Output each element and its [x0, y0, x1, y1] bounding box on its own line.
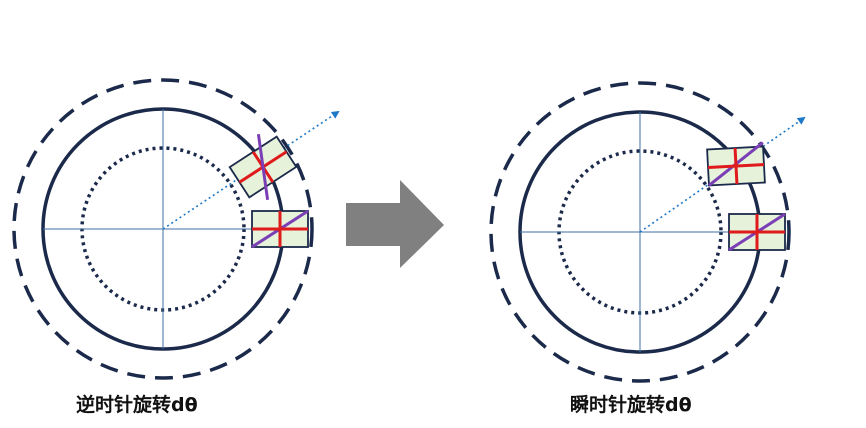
- axis-element: [251, 209, 309, 249]
- right-diagram: [489, 81, 806, 383]
- radial-arrow: [639, 116, 806, 233]
- diagonal-line: [256, 134, 270, 200]
- rotated-element: [706, 141, 766, 187]
- outer-dashed-ring: [489, 81, 791, 383]
- right-caption: 瞬时针旋转dθ: [570, 394, 692, 416]
- axis-element: [728, 212, 786, 252]
- rotated-element: [228, 134, 298, 200]
- left-diagram: [12, 78, 340, 380]
- transition-arrow: [346, 180, 444, 268]
- outer-dashed-ring: [12, 78, 314, 380]
- left-caption: 逆时针旋转dθ: [76, 394, 198, 416]
- stress-line-vertical: [733, 147, 739, 185]
